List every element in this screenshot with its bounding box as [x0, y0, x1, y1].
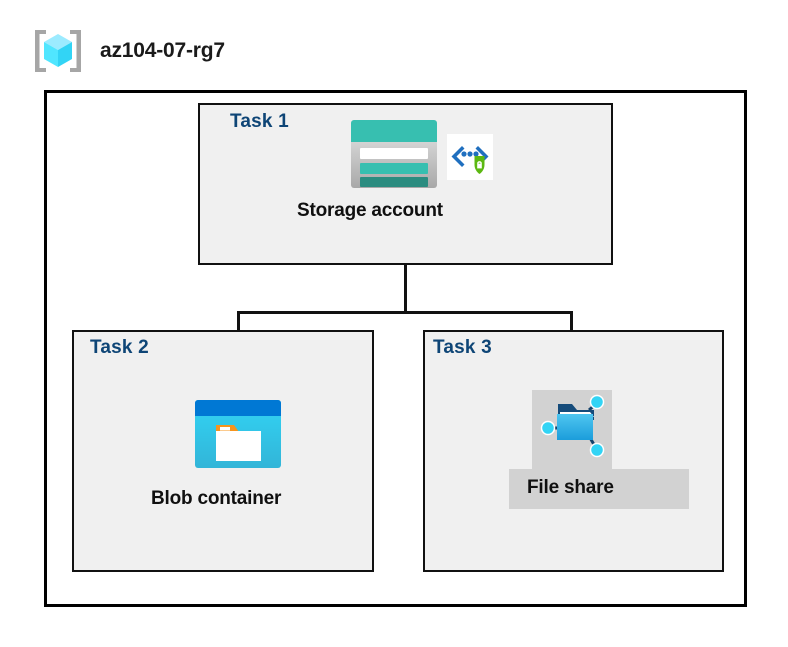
resource-group-title: az104-07-rg7 — [100, 39, 225, 62]
secure-endpoint-icon — [447, 134, 493, 180]
file-share-label: File share — [527, 477, 614, 498]
connector-storage-trunk — [404, 265, 407, 313]
task-3-label: Task 3 — [433, 337, 492, 358]
blob-container-label: Blob container — [151, 488, 282, 509]
storage-account-icon — [350, 119, 438, 189]
task-1-label: Task 1 — [230, 111, 289, 132]
blob-container-icon — [194, 399, 282, 469]
storage-account-label: Storage account — [297, 200, 443, 221]
file-share-icon — [536, 390, 610, 464]
resource-group-icon — [30, 27, 86, 75]
resource-group-header: az104-07-rg7 — [30, 27, 225, 75]
file-share-label-highlight — [509, 469, 689, 509]
connector-crossbar — [237, 311, 573, 314]
task-2-label: Task 2 — [90, 337, 149, 358]
